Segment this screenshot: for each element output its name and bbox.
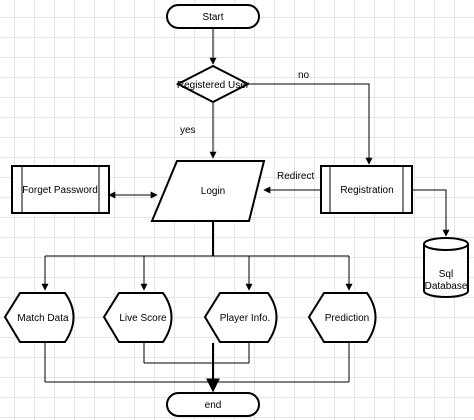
edge-registration-to-database [412,189,450,237]
end-terminator-shape [166,392,260,417]
database-label-line1: Sql [439,269,453,280]
login-node[interactable]: Login [150,160,266,222]
forget-password-label: Forget Password [22,185,98,196]
edge-label-redirect: Redirect [277,171,314,182]
prediction-display-shape [307,292,377,343]
match-data-label: Match Data [17,313,69,324]
match-data-display-shape [3,292,75,343]
edge-label-no: no [298,70,310,81]
start-label: Start [202,12,223,23]
end-label: end [205,400,222,411]
registered-user-decision[interactable]: Registered User [175,64,251,104]
start-node[interactable]: Start [166,4,260,29]
end-node[interactable]: end [166,392,260,417]
match-data-node[interactable]: Match Data [3,292,75,343]
registration-process-shape [320,165,413,214]
prediction-node[interactable]: Prediction [307,292,377,343]
live-score-label: Live Score [119,313,167,324]
decision-diamond-shape [175,64,251,104]
database-label-line2: Database [425,281,468,292]
login-parallelogram-shape [150,160,266,222]
player-info-display-shape [203,292,278,343]
connectors [41,28,450,393]
sql-database-node[interactable]: Sql Database [423,237,469,298]
live-score-display-shape [102,292,173,343]
forget-password-process-shape [11,165,110,214]
player-info-node[interactable]: Player Info. [203,292,278,343]
login-label: Login [201,186,225,197]
prediction-label: Prediction [325,313,369,324]
start-terminator-shape [166,4,260,29]
database-cylinder-body [423,244,469,298]
decision-label: Registered User [177,80,250,91]
forget-password-node[interactable]: Forget Password [11,165,110,214]
live-score-node[interactable]: Live Score [102,292,173,343]
edge-decision-to-registration-no [248,83,373,165]
player-info-label: Player Info. [220,313,271,324]
database-cylinder-top [423,237,469,251]
registration-label: Registration [340,185,393,196]
edge-label-yes: yes [180,125,196,136]
registration-node[interactable]: Registration [320,165,413,214]
